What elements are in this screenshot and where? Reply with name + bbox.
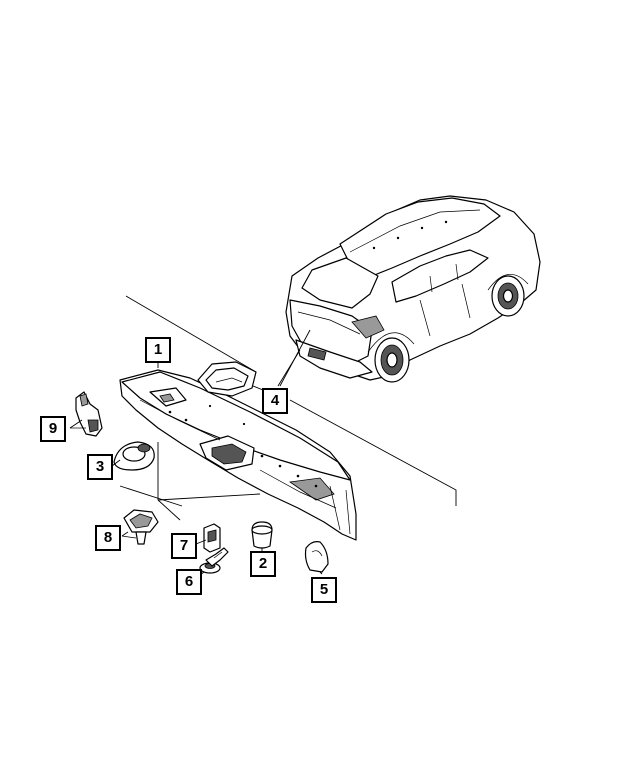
callout-2: 2 xyxy=(250,551,276,577)
vehicle-illustration xyxy=(285,195,541,383)
callout-1: 1 xyxy=(145,337,171,363)
callout-7: 7 xyxy=(171,533,197,559)
push-clip-part xyxy=(121,509,159,545)
screw-part xyxy=(199,547,229,574)
plug-part xyxy=(251,521,273,549)
seal-part xyxy=(304,541,329,573)
grommet-part xyxy=(113,441,155,471)
callout-5: 5 xyxy=(311,577,337,603)
callout-4: 4 xyxy=(262,388,288,414)
nut-clip-part xyxy=(203,523,221,553)
rear-panel-part xyxy=(119,369,357,541)
callout-9: 9 xyxy=(40,416,66,442)
callout-3: 3 xyxy=(87,454,113,480)
handle-trim-part xyxy=(197,361,257,397)
callout-6: 6 xyxy=(176,569,202,595)
callout-8: 8 xyxy=(95,525,121,551)
bracket-part xyxy=(70,391,103,437)
